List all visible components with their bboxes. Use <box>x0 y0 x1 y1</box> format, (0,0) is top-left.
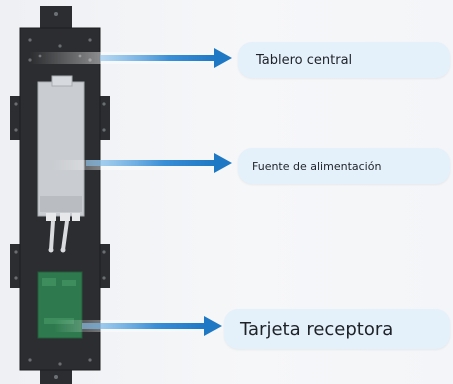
left-bracket-lower <box>10 244 22 288</box>
callout-receiver-card-label: Tarjeta receptora <box>240 318 394 340</box>
right-bracket-lower <box>98 244 110 288</box>
power-supply-unit <box>37 81 85 217</box>
callout-central-board: Tablero central <box>238 42 450 78</box>
callout-power-supply: Fuente de alimentación <box>238 148 450 184</box>
callout-power-supply-label: Fuente de alimentación <box>252 159 382 173</box>
left-bracket-upper <box>10 96 22 140</box>
right-bracket-upper <box>98 96 110 140</box>
arrow-central-board <box>100 48 232 68</box>
callout-receiver-card: Tarjeta receptora <box>224 309 450 349</box>
callout-central-board-label: Tablero central <box>256 52 353 68</box>
power-cable <box>49 220 69 251</box>
arrow-power-supply <box>86 153 232 173</box>
top-mounting-tab <box>40 6 72 30</box>
arrow-receiver-card <box>82 316 222 336</box>
